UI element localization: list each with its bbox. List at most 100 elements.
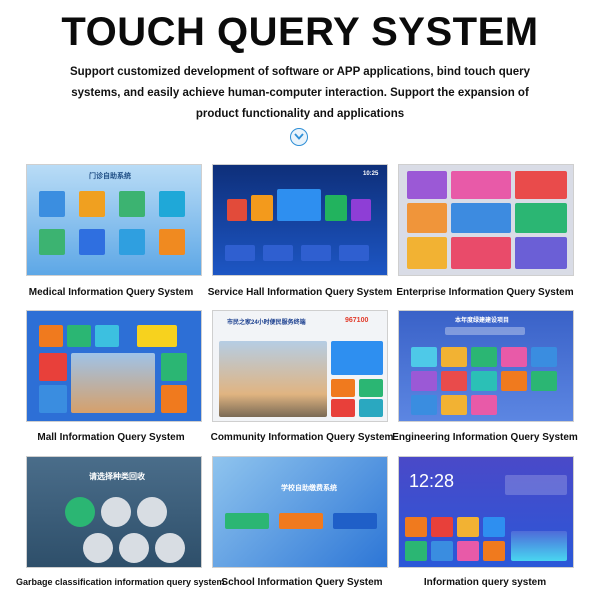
community-phone: 967100 [345, 317, 369, 324]
service-hall-tile [325, 195, 347, 221]
engineering-tab [445, 327, 525, 335]
garbage-option [137, 497, 167, 527]
engineering-tile [471, 347, 497, 367]
mall-photo [71, 353, 155, 413]
garbage-option [155, 533, 185, 563]
mall-tile [137, 325, 177, 347]
service-hall-tile [263, 245, 293, 261]
medical-tile [79, 229, 105, 255]
engineering-screen[interactable]: 本年度绿建建设项目 [398, 310, 574, 422]
enterprise-caption: Enterprise Information Query System [396, 287, 574, 298]
garbage-option [83, 533, 113, 563]
engineering-tile [411, 395, 437, 415]
service-hall-caption: Service Hall Information Query System [207, 287, 393, 298]
medical-tile [119, 191, 145, 217]
school-button [333, 513, 377, 529]
medical-tile [159, 191, 185, 217]
enterprise-tile [407, 171, 447, 199]
service-hall-screen[interactable]: 10:25 [212, 164, 388, 276]
info-tile [457, 517, 479, 537]
enterprise-screen[interactable] [398, 164, 574, 276]
medical-tile [39, 191, 65, 217]
service-hall-tile [351, 199, 371, 221]
info-tile [405, 517, 427, 537]
garbage-option [65, 497, 95, 527]
medical-tile [79, 191, 105, 217]
garbage-caption: Garbage classification information query… [16, 577, 225, 587]
info-graph [511, 531, 567, 561]
mall-tile [67, 325, 91, 347]
medical-screen-header: 门诊自助系统 [89, 173, 131, 180]
school-button [225, 513, 269, 529]
engineering-tile [471, 395, 497, 415]
service-hall-time: 10:25 [363, 171, 379, 177]
chevron-down-icon[interactable] [290, 128, 308, 146]
service-hall-tile [301, 245, 331, 261]
engineering-tile [531, 371, 557, 391]
school-button [279, 513, 323, 529]
info-time: 12:28 [409, 471, 455, 491]
engineering-tile [531, 347, 557, 367]
engineering-tile [411, 371, 437, 391]
service-hall-tile [227, 199, 247, 221]
engineering-tile [441, 371, 467, 391]
mall-tile [39, 353, 67, 381]
service-hall-tile [339, 245, 369, 261]
medical-tile [119, 229, 145, 255]
mall-tile [161, 353, 187, 381]
info-tile [457, 541, 479, 561]
info-caption: Information query system [423, 577, 547, 588]
community-tile [359, 379, 383, 397]
service-hall-tile [251, 195, 273, 221]
garbage-screen[interactable]: 请选择种类回收 [26, 456, 202, 568]
medical-caption: Medical Information Query System [28, 287, 194, 298]
community-tile [331, 399, 355, 417]
community-tile [359, 399, 383, 417]
info-tile [431, 517, 453, 537]
enterprise-tile [451, 171, 511, 199]
page-title: TOUCH QUERY SYSTEM [61, 10, 539, 54]
enterprise-tile [407, 203, 447, 233]
enterprise-tile [451, 237, 511, 269]
medical-tile [159, 229, 185, 255]
service-hall-tile [225, 245, 255, 261]
mall-tile [39, 325, 63, 347]
enterprise-tile [451, 203, 511, 233]
engineering-tile [471, 371, 497, 391]
garbage-option [101, 497, 131, 527]
info-tile [431, 541, 453, 561]
community-caption: Community Information Query System [210, 432, 394, 443]
community-photo [219, 341, 327, 417]
school-screen-header: 学校自助缴费系统 [281, 485, 337, 492]
enterprise-tile [407, 237, 447, 269]
community-screen[interactable]: 市民之家24小时便民服务终端 967100 [212, 310, 388, 422]
community-screen-header: 市民之家24小时便民服务终端 [227, 320, 306, 326]
mall-screen[interactable] [26, 310, 202, 422]
community-tile [331, 379, 355, 397]
page-subtitle: Support customized development of softwa… [69, 66, 531, 120]
medical-tile [39, 229, 65, 255]
engineering-tile [501, 347, 527, 367]
info-tile [483, 541, 505, 561]
info-screen[interactable]: 12:28 [398, 456, 574, 568]
engineering-tile [441, 347, 467, 367]
school-caption: School Information Query System [221, 577, 383, 588]
engineering-tile [441, 395, 467, 415]
garbage-option [119, 533, 149, 563]
mall-caption: Mall Information Query System [37, 432, 185, 443]
engineering-tile [501, 371, 527, 391]
enterprise-tile [515, 171, 567, 199]
enterprise-tile [515, 203, 567, 233]
mall-tile [161, 385, 187, 413]
engineering-screen-header: 本年度绿建建设项目 [455, 318, 510, 324]
enterprise-tile [515, 237, 567, 269]
info-tile [483, 517, 505, 537]
mall-tile [39, 385, 67, 413]
engineering-tile [411, 347, 437, 367]
community-tile [331, 341, 383, 375]
school-screen[interactable]: 学校自助缴费系统 [212, 456, 388, 568]
engineering-caption: Engineering Information Query System [392, 432, 578, 443]
service-hall-tile [277, 189, 321, 221]
medical-screen[interactable]: 门诊自助系统 [26, 164, 202, 276]
mall-tile [95, 325, 119, 347]
